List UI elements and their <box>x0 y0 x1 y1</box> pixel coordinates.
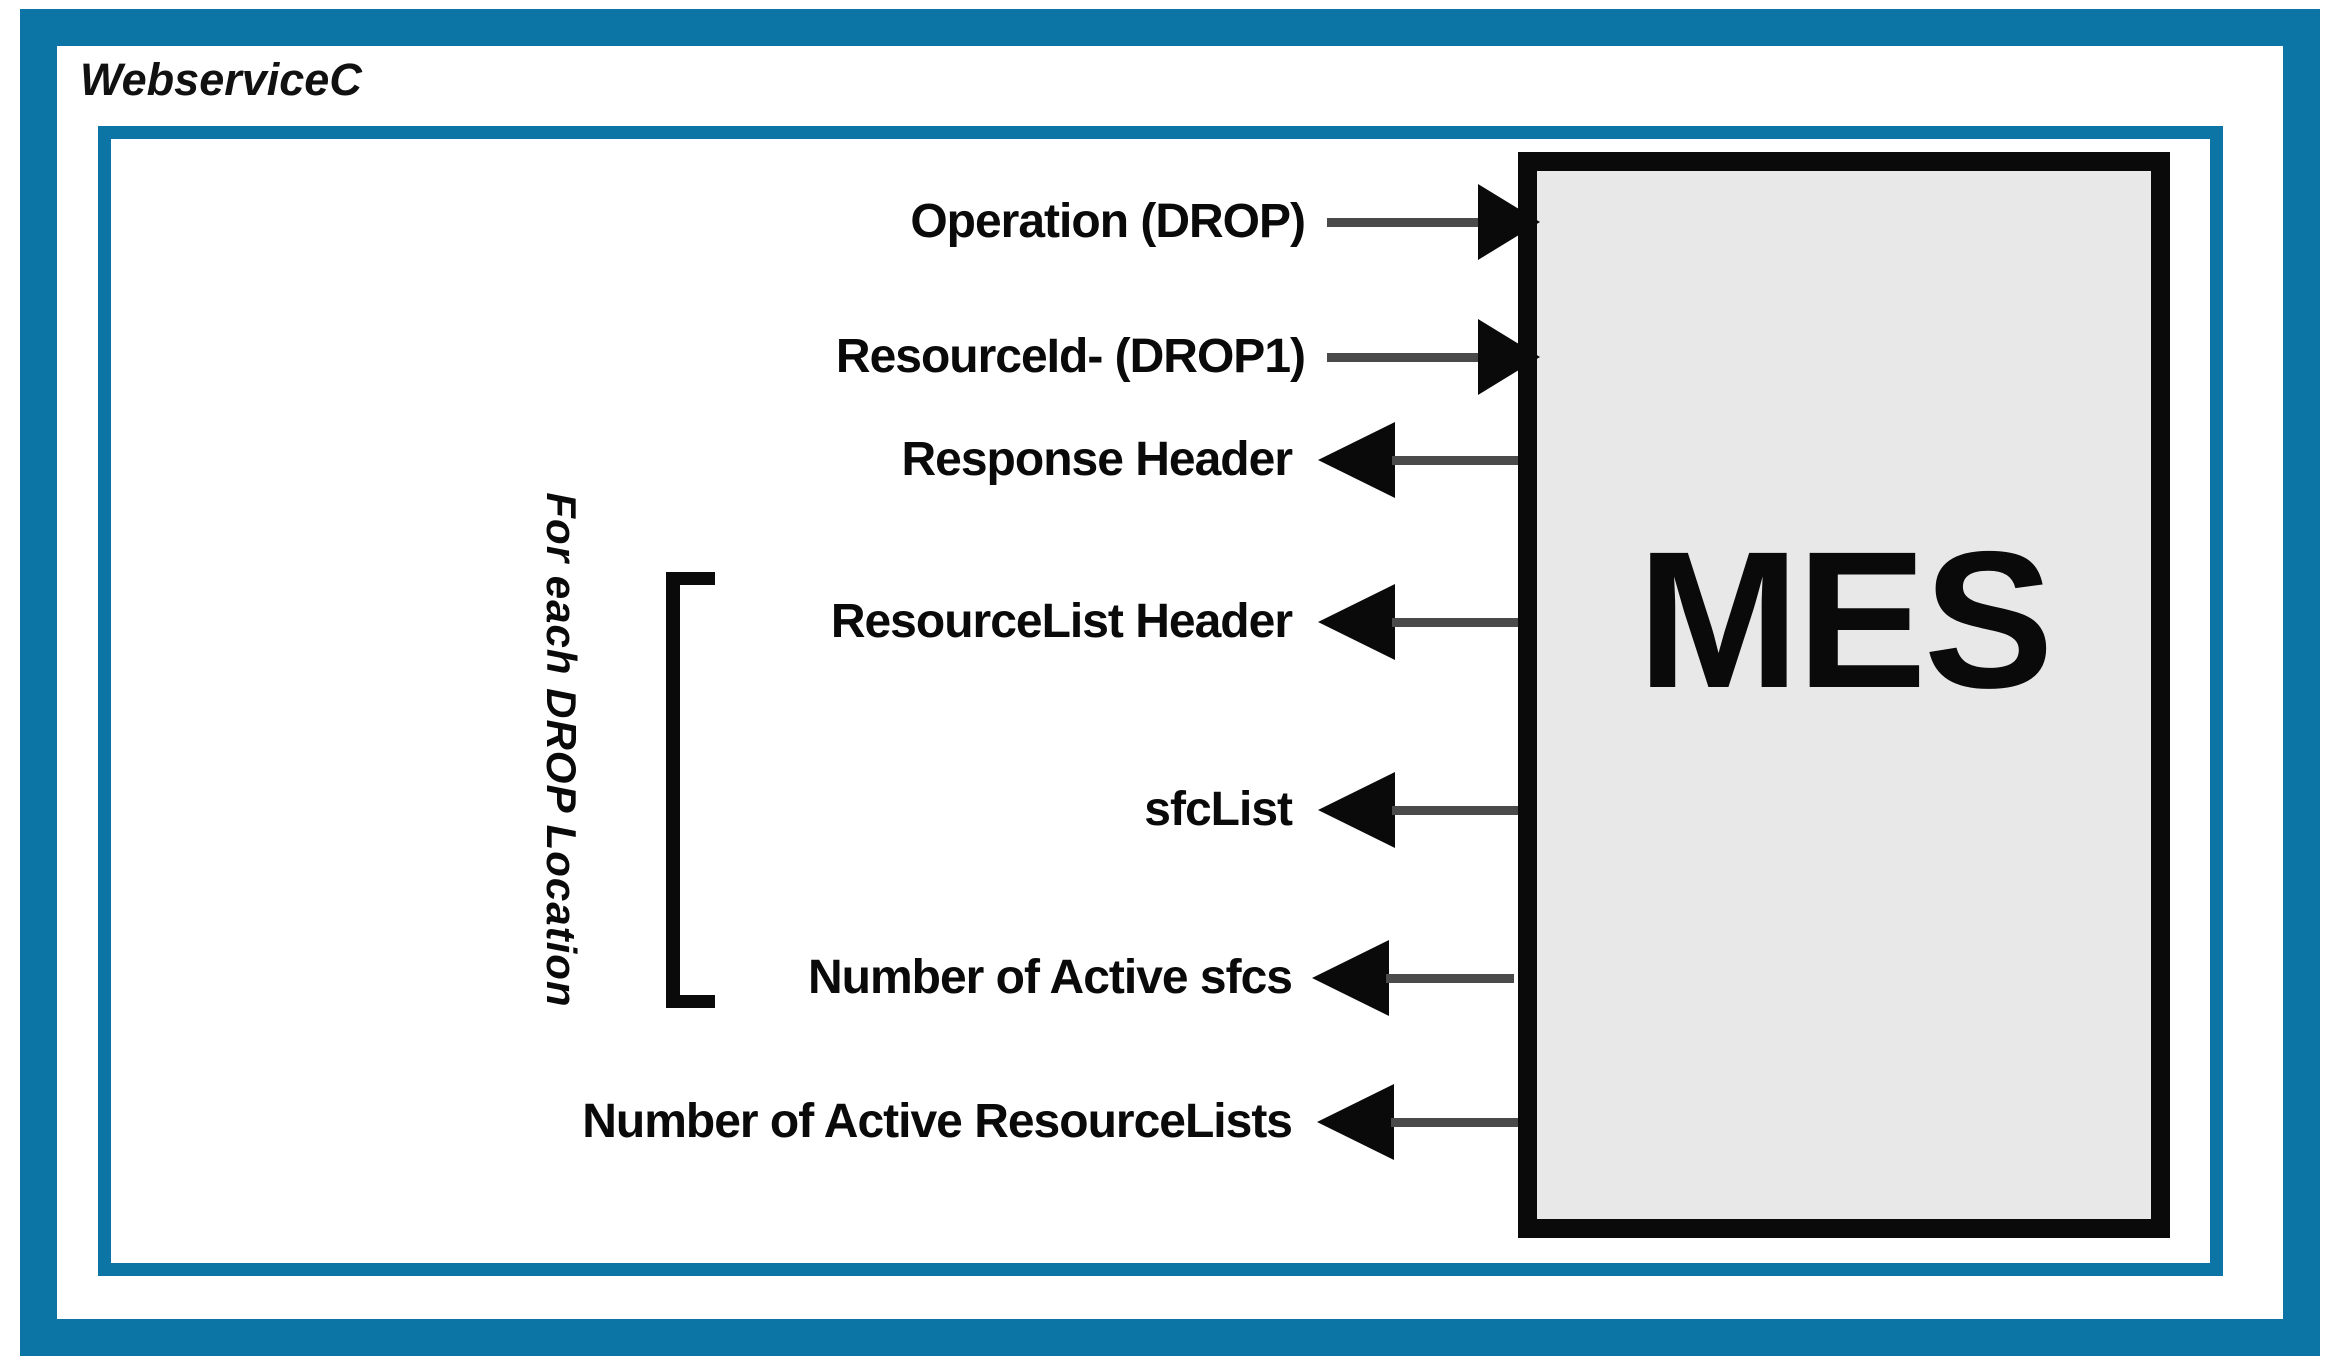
output-arrow-shaft <box>1391 1118 1518 1127</box>
output-arrow-shaft <box>1392 618 1518 627</box>
arrow-left-icon <box>1312 940 1389 1016</box>
output-arrow-shaft <box>1392 806 1518 815</box>
input-label-operation: Operation (DROP) <box>910 195 1306 248</box>
arrow-right-icon <box>1478 184 1540 260</box>
output-label-number-active-resourcelists: Number of Active ResourceLists <box>582 1095 1293 1148</box>
input-arrow-shaft <box>1327 218 1479 227</box>
mes-system-box: MES <box>1518 152 2170 1238</box>
arrow-left-icon <box>1317 1084 1394 1160</box>
input-arrow-shaft <box>1327 353 1479 362</box>
group-annotation-label: For each DROP Location <box>538 492 585 1008</box>
output-arrow-shaft <box>1386 974 1514 983</box>
outer-border-frame <box>20 9 2320 1356</box>
group-bracket <box>666 572 715 1008</box>
diagram-title: WebserviceC <box>80 54 362 105</box>
output-label-sfclist: sfcList <box>1144 783 1293 836</box>
arrow-right-icon <box>1478 319 1540 395</box>
inner-border-frame <box>98 126 2223 1276</box>
input-label-resourceid: ResourceId- (DROP1) <box>835 330 1306 383</box>
output-label-number-active-sfcs: Number of Active sfcs <box>807 951 1293 1004</box>
output-arrow-shaft <box>1392 456 1518 465</box>
mes-system-label: MES <box>1637 511 2054 729</box>
arrow-left-icon <box>1318 772 1395 848</box>
arrow-left-icon <box>1318 422 1395 498</box>
output-label-resourcelist-header: ResourceList Header <box>830 595 1293 648</box>
output-label-response-header: Response Header <box>901 433 1293 486</box>
arrow-left-icon <box>1318 584 1395 660</box>
